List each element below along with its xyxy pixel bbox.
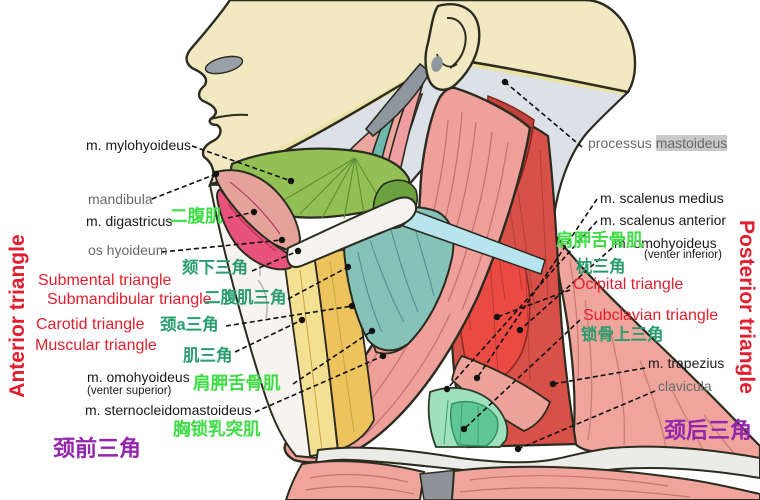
label-muscular-zh: 肌三角 (183, 347, 233, 365)
styloid-gray-wedge (364, 62, 432, 138)
label-omohyoideus-inferior-zh: 肩胛舌骨肌 (556, 230, 644, 250)
label-muscular-triangle: Muscular triangle (35, 337, 157, 354)
label-occipital-triangle: Ocipital triangle (573, 276, 684, 293)
label-mandibula: mandibula (88, 191, 153, 207)
digastric-striations (227, 181, 281, 252)
nostril (204, 55, 244, 75)
label-omohyoideus-inferior-sub: (venter inferior) (644, 249, 722, 261)
label-mylohyoideus: m. mylohyoideus (86, 137, 192, 153)
label-submandibular-zh: 二腹肌三角 (204, 289, 287, 307)
label-scalenus-anterior: m. scalenus anterior (600, 212, 727, 228)
label-trapezius: m. trapezius (648, 355, 725, 371)
label-processus-text: processus (588, 135, 652, 151)
label-os-hyoideum: os hyoideum (88, 242, 168, 258)
hyoid-bone-band (286, 196, 418, 268)
label-clavicula: clavicula (658, 378, 712, 394)
label-carotid-zh: 颈a三角 (160, 316, 219, 334)
label-carotid-triangle: Carotid triangle (36, 316, 145, 333)
label-posterior-triangle-zh: 颈后三角 (664, 418, 753, 443)
label-omohyoideus-superior: m. omohyoideus (87, 369, 190, 385)
label-anterior-triangle-vertical: Anterior triangle (5, 234, 29, 398)
label-omohyoideus-superior-sub: (venter superior) (87, 385, 172, 397)
label-subclavian-triangle: Subclavian triangle (583, 307, 719, 324)
label-digastricus: m. digastricus (86, 213, 173, 229)
label-submental-triangle: Submental triangle (38, 272, 172, 289)
label-occipital-zh: 枕三角 (576, 258, 626, 276)
ear-helix-line (446, 16, 467, 69)
strap-striations (299, 261, 355, 451)
mint-striations (443, 399, 479, 445)
label-scalenus-medius: m. scalenus medius (600, 190, 724, 206)
label-sternocleidomastoideus-zh: 胸锁乳突肌 (173, 419, 261, 439)
leader-lines (151, 81, 656, 450)
ear-canal-shadow (431, 56, 443, 72)
leader-dots (212, 78, 557, 453)
label-mastoideus-highlight: mastoideus (655, 135, 728, 151)
label-omohyoideus-inferior: m. omohyoideus (614, 235, 717, 251)
subclavian-mint-inner (449, 400, 499, 447)
label-digastricus-zh: 二腹肌 (170, 206, 223, 226)
label-subclavian-zh: 锁骨上三角 (581, 326, 664, 344)
clavicle-bone (314, 445, 760, 480)
pectoralis-muscle (284, 460, 426, 500)
label-omohyoideus-superior-zh: 肩胛舌骨肌 (193, 373, 281, 393)
label-submental-zh: 颏下三角 (182, 259, 248, 277)
label-anterior-triangle-zh: 颈前三角 (53, 436, 142, 461)
label-posterior-triangle-vertical: Posterior triangle (735, 220, 759, 394)
omohyoid-striations (357, 217, 435, 333)
deltoid-muscle (450, 465, 760, 500)
chest-striations (305, 473, 691, 498)
label-processus-mastoideus: processus mastoideus (588, 135, 728, 151)
label-sternocleidomastoideus: m. sternocleidomastoideus (85, 402, 252, 418)
mouth-line (209, 113, 249, 120)
label-submandibular-triangle: Submandibular triangle (47, 291, 212, 308)
